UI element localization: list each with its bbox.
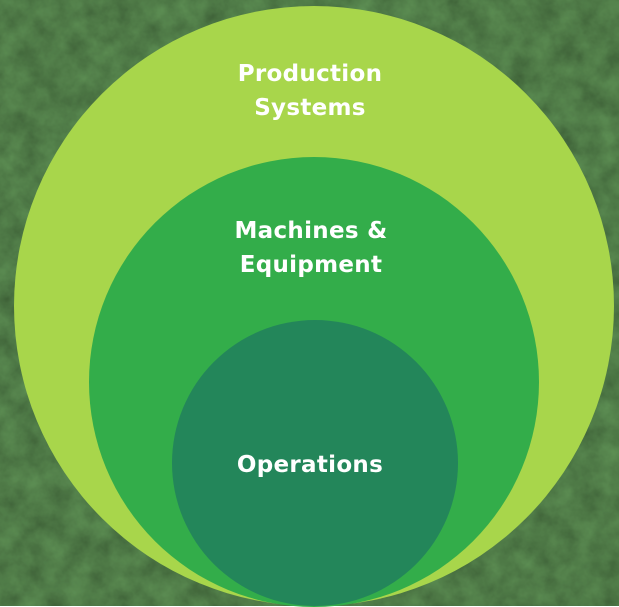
middle-label-line-2: Equipment: [239, 252, 383, 278]
inner-circle-label: Operations: [160, 448, 460, 482]
middle-circle-label: Machines & Equipment: [161, 214, 461, 282]
outer-label-line-1: Production: [237, 61, 383, 87]
inner-circle: [172, 320, 458, 606]
middle-label-line-1: Machines &: [234, 218, 388, 244]
outer-label-line-2: Systems: [254, 95, 366, 121]
outer-circle-label: Production Systems: [160, 57, 460, 125]
inner-label-line-1: Operations: [236, 452, 384, 478]
